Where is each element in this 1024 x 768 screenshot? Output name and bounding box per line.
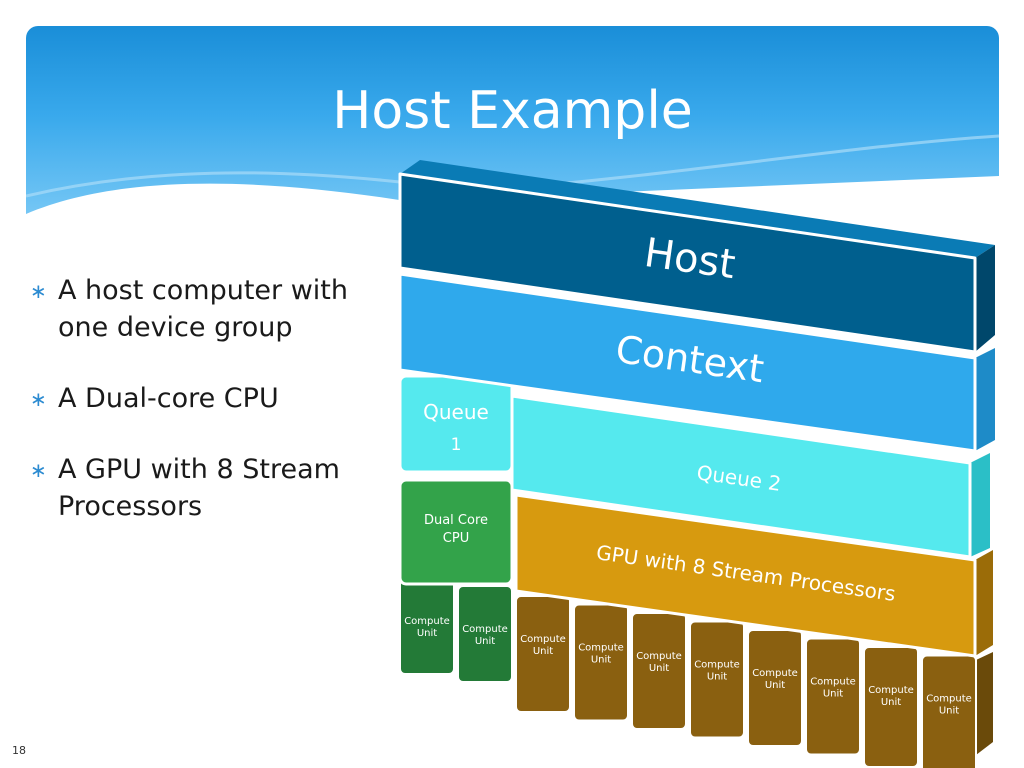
compute-unit-face	[863, 646, 919, 768]
asterisk-bullet-icon: ∗	[30, 279, 47, 303]
cpu-block: Dual Core CPU	[398, 478, 514, 586]
bullet-text: A Dual-core CPU	[58, 383, 279, 414]
cpu-label-line2: CPU	[443, 531, 469, 546]
host-block: Host	[398, 160, 995, 354]
compute-unit-face	[805, 637, 861, 756]
queue1-label-line2: 1	[451, 435, 462, 455]
context-block: Context	[398, 272, 995, 453]
bullet-item: ∗ A GPU with 8 Stream Processors	[30, 451, 390, 525]
compute-unit-label: Compute	[868, 685, 914, 696]
host-face	[398, 172, 977, 354]
gpu-block: GPU with 8 Stream Processors	[514, 493, 993, 658]
compute-unit-label: Compute	[462, 624, 508, 635]
compute-unit-label: Unit	[475, 636, 495, 647]
cpu-face	[398, 478, 514, 586]
bullet-text: A host computer with one device group	[58, 275, 348, 343]
compute-unit-face	[921, 654, 977, 768]
bullet-item: ∗ A Dual-core CPU	[30, 380, 390, 417]
bullet-item: ∗ A host computer with one device group	[30, 272, 390, 346]
gpu-face	[514, 493, 977, 658]
compute-unit-side-face	[976, 652, 993, 755]
compute-unit-label: Unit	[939, 706, 959, 717]
queue2-block: Queue 2	[510, 394, 990, 559]
compute-unit-label: Unit	[881, 697, 901, 708]
compute-unit-label: Compute	[926, 694, 972, 705]
slide-number: 18	[12, 744, 26, 757]
queue1-face	[398, 374, 514, 474]
asterisk-bullet-icon: ∗	[30, 387, 47, 411]
bullet-list: ∗ A host computer with one device group …	[30, 272, 390, 559]
compute-unit-face	[689, 620, 745, 739]
queue1-label-line1: Queue	[423, 400, 489, 424]
compute-unit-label: Unit	[649, 663, 669, 674]
compute-unit-label: Compute	[520, 634, 566, 645]
compute-unit-face	[457, 585, 513, 683]
compute-unit-label: Compute	[694, 660, 740, 671]
compute-unit-face	[747, 629, 803, 747]
compute-unit-label: Unit	[707, 672, 727, 683]
compute-unit-label: Compute	[752, 668, 798, 679]
compute-unit-label: Compute	[578, 643, 624, 654]
compute-unit-label: Compute	[404, 616, 450, 627]
bullet-text: A GPU with 8 Stream Processors	[58, 454, 340, 522]
compute-unit-face	[631, 612, 687, 730]
compute-unit-label: Unit	[417, 628, 437, 639]
compute-unit-label: Unit	[533, 646, 553, 657]
asterisk-bullet-icon: ∗	[30, 458, 47, 482]
compute-unit-label: Compute	[636, 651, 682, 662]
slide-title: Host Example	[332, 81, 693, 141]
compute-unit-label: Unit	[765, 680, 785, 691]
context-face	[398, 272, 977, 453]
cpu-label-line1: Dual Core	[424, 513, 488, 528]
compute-unit-label: Compute	[810, 677, 856, 688]
compute-unit-label: Unit	[591, 655, 611, 666]
compute-unit-label: Unit	[823, 689, 843, 700]
queue1-block: Queue 1	[398, 374, 514, 474]
